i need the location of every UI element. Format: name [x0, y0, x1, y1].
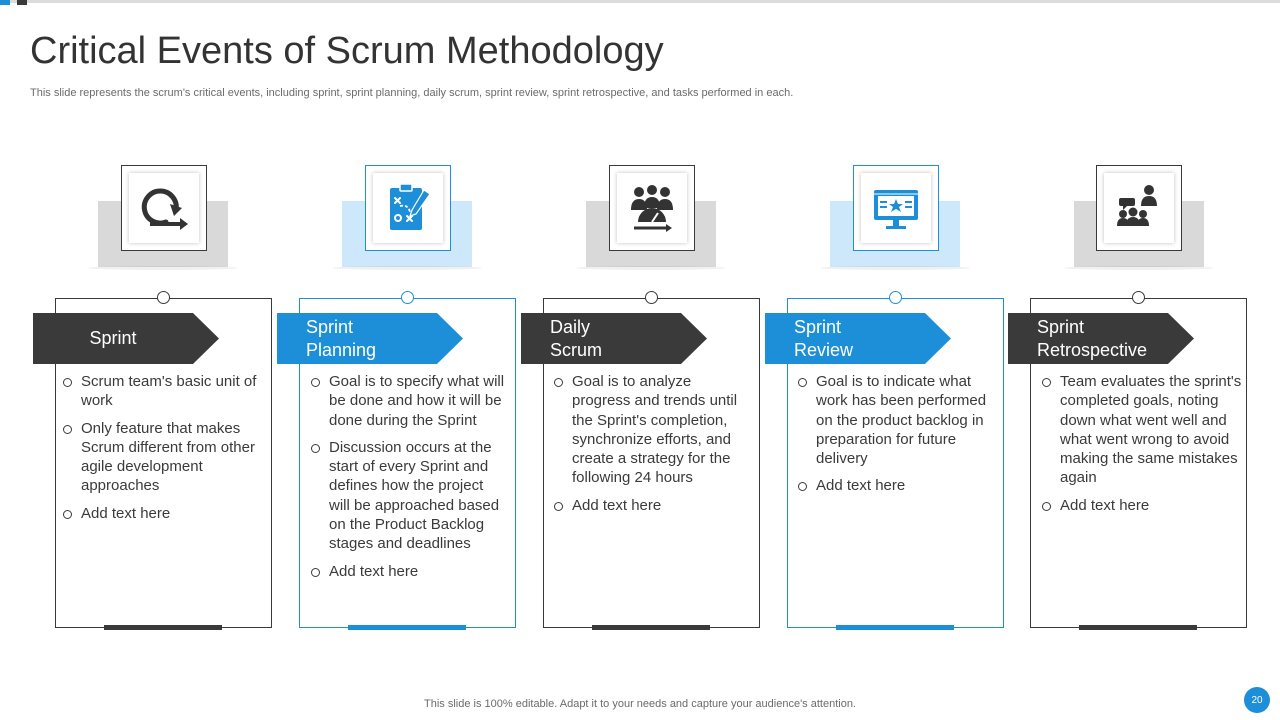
- list-item: Add text here: [63, 504, 263, 523]
- slide-footer: This slide is 100% editable. Adapt it to…: [424, 698, 856, 710]
- event-label-arrow: Sprint Review: [765, 313, 951, 364]
- card-bottom-bar: [836, 625, 954, 630]
- event-label-arrow: Sprint Retrospective: [1008, 313, 1194, 364]
- icon-shadow: [88, 266, 238, 270]
- card-connector-dot: [645, 291, 658, 304]
- icon-frame: [609, 165, 695, 251]
- icon-frame: [121, 165, 207, 251]
- team-meeting-icon: [631, 185, 673, 232]
- event-label-line1: Sprint: [89, 328, 137, 348]
- list-item: Only feature that makes Scrum different …: [63, 419, 263, 496]
- card-connector-dot: [889, 291, 902, 304]
- list-item: Add text here: [311, 562, 507, 581]
- list-item: Team evaluates the sprint's completed go…: [1042, 372, 1242, 488]
- card-connector-dot: [401, 291, 414, 304]
- card-bottom-bar: [104, 625, 222, 630]
- card-connector-dot: [157, 291, 170, 304]
- event-label-line2: Review: [794, 339, 854, 360]
- slide-subtitle: This slide represents the scrum's critic…: [30, 87, 794, 99]
- team-feedback-icon: [1117, 185, 1157, 226]
- event-label-line1: Daily: [550, 316, 591, 337]
- icon-frame: [365, 165, 451, 251]
- page-number-badge: 20: [1244, 687, 1270, 713]
- cycle-arrow-icon: [141, 188, 188, 230]
- list-item: Goal is to indicate what work has been p…: [798, 372, 994, 468]
- slide-title: Critical Events of Scrum Methodology: [30, 30, 664, 72]
- strategy-clipboard-icon: [390, 183, 431, 230]
- icon-shadow: [576, 266, 726, 270]
- list-item: Goal is to specify what will be done and…: [311, 372, 507, 430]
- event-label-arrow: Daily Scrum: [521, 313, 707, 364]
- card-bottom-bar: [592, 625, 710, 630]
- list-item: Add text here: [798, 476, 994, 495]
- icon-shadow: [332, 266, 482, 270]
- event-bullet-list: Goal is to specify what will be done and…: [311, 372, 507, 589]
- top-accent-mark-dark: [17, 0, 27, 5]
- list-item: Goal is to analyze progress and trends u…: [554, 372, 750, 488]
- monitor-review-icon: [874, 190, 918, 229]
- event-label-line2: Retrospective: [1037, 339, 1148, 360]
- event-label-line2: Scrum: [550, 339, 603, 360]
- icon-frame: [1096, 165, 1182, 251]
- list-item: Discussion occurs at the start of every …: [311, 438, 507, 554]
- event-bullet-list: Goal is to analyze progress and trends u…: [554, 372, 750, 523]
- list-item: Add text here: [1042, 496, 1242, 515]
- top-accent-mark-blue: [0, 0, 10, 5]
- event-bullet-list: Scrum team's basic unit of work Only fea…: [63, 372, 263, 531]
- icon-shadow: [820, 266, 970, 270]
- card-bottom-bar: [348, 625, 466, 630]
- event-label-arrow: Sprint Planning: [277, 313, 463, 364]
- event-label-arrow: Sprint: [33, 313, 219, 364]
- card-bottom-bar: [1079, 625, 1197, 630]
- event-label-line2: Planning: [306, 339, 377, 360]
- icon-shadow: [1064, 266, 1214, 270]
- event-label-line1: Sprint: [306, 316, 354, 337]
- icon-frame: [853, 165, 939, 251]
- list-item: Scrum team's basic unit of work: [63, 372, 263, 411]
- list-item: Add text here: [554, 496, 750, 515]
- event-label-line1: Sprint: [1037, 316, 1085, 337]
- top-border-line: [0, 0, 1280, 3]
- event-bullet-list: Team evaluates the sprint's completed go…: [1042, 372, 1242, 523]
- event-bullet-list: Goal is to indicate what work has been p…: [798, 372, 994, 504]
- card-connector-dot: [1132, 291, 1145, 304]
- event-label-line1: Sprint: [794, 316, 842, 337]
